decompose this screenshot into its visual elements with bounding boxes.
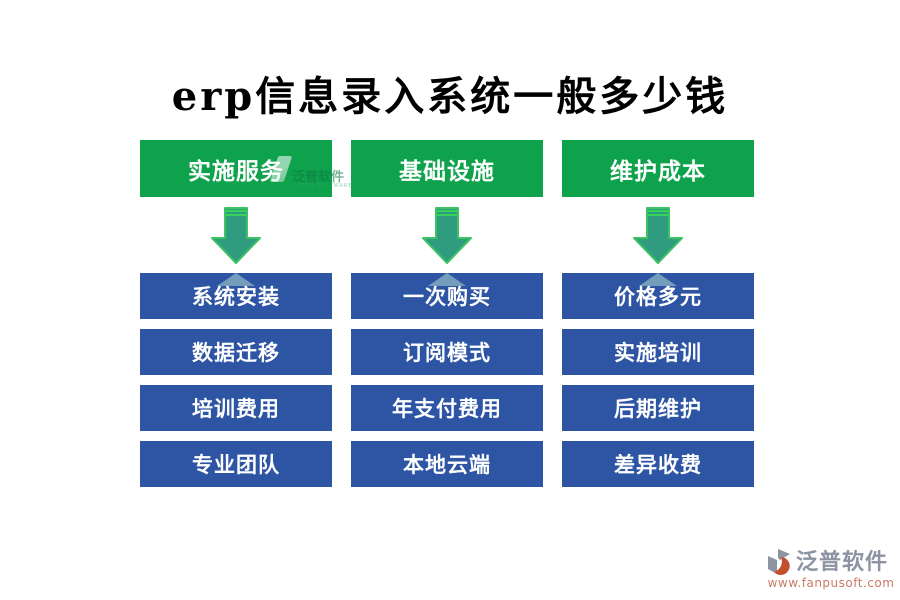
cost-item-label: 价格多元 <box>614 284 702 309</box>
column-maintenance-cost: 维护成本 价格多元 实施培训 后期维护 差异收费 <box>562 140 754 497</box>
arrow-reflection <box>217 273 255 286</box>
fanpu-logo-icon <box>768 549 790 575</box>
cost-item: 差异收费 <box>562 441 754 487</box>
column-header: 实施服务 <box>140 140 332 197</box>
arrow-reflection <box>639 273 677 286</box>
arrow-reflection <box>428 273 466 286</box>
arrow-zone <box>140 197 332 273</box>
cost-item: 订阅模式 <box>351 329 543 375</box>
cost-item: 数据迁移 <box>140 329 332 375</box>
column-implementation-service: 实施服务 系统安装 数据迁移 培训费用 专业团队 <box>140 140 332 497</box>
cost-item-label: 数据迁移 <box>192 340 280 365</box>
cost-item-label: 订阅模式 <box>403 340 491 365</box>
arrow-zone <box>351 197 543 273</box>
cost-item: 后期维护 <box>562 385 754 431</box>
cost-item: 本地云端 <box>351 441 543 487</box>
cost-item-label: 差异收费 <box>614 452 702 477</box>
cost-item-label: 专业团队 <box>192 452 280 477</box>
cost-item: 专业团队 <box>140 441 332 487</box>
cost-item-label: 培训费用 <box>192 396 280 421</box>
down-arrow-icon <box>211 207 261 264</box>
cost-item: 培训费用 <box>140 385 332 431</box>
cost-item: 一次购买 <box>351 273 543 319</box>
cost-item-label: 本地云端 <box>403 452 491 477</box>
brand-url: www.fanpusoft.com <box>767 576 895 590</box>
brand-name: 泛普软件 <box>796 548 889 575</box>
page-title: erp信息录入系统一般多少钱 <box>171 73 729 120</box>
arrow-zone <box>562 197 754 273</box>
column-infrastructure: 基础设施 一次购买 订阅模式 年支付费用 本地云端 <box>351 140 543 497</box>
cost-item: 价格多元 <box>562 273 754 319</box>
cost-item-label: 实施培训 <box>614 340 702 365</box>
brand-logo: 泛普软件 www.fanpusoft.com <box>766 548 896 594</box>
down-arrow-icon <box>633 207 683 264</box>
down-arrow-icon <box>422 207 472 264</box>
cost-item: 年支付费用 <box>351 385 543 431</box>
cost-item-label: 一次购买 <box>403 284 491 309</box>
cost-item: 系统安装 <box>140 273 332 319</box>
cost-item: 实施培训 <box>562 329 754 375</box>
cost-item-label: 后期维护 <box>614 396 702 421</box>
column-header: 基础设施 <box>351 140 543 197</box>
column-header: 维护成本 <box>562 140 754 197</box>
cost-item-label: 系统安装 <box>192 284 280 309</box>
cost-item-label: 年支付费用 <box>392 396 502 421</box>
